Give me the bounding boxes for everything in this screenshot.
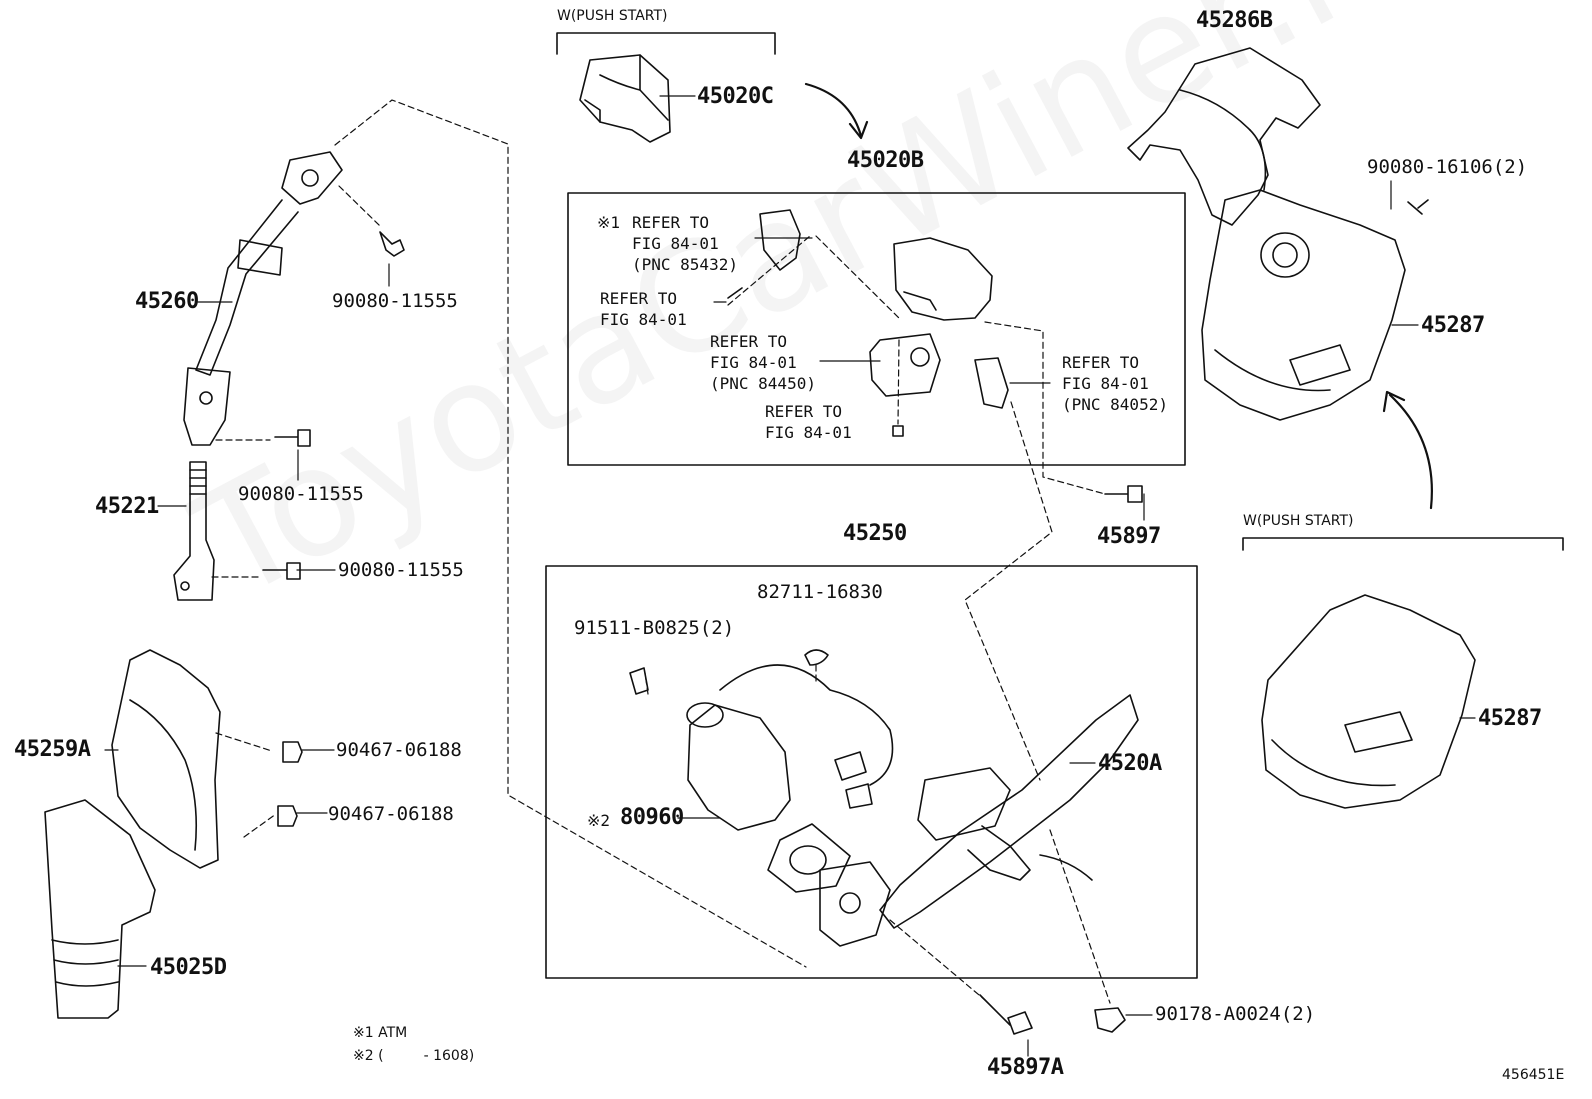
footnote-2: ※2 ( - 1608) (353, 1048, 475, 1064)
label-45897: 45897 (1097, 524, 1161, 549)
refer-1-line1: REFER TO (632, 213, 710, 232)
refer-3-line1: REFER TO (710, 332, 788, 351)
group-box-45250 (545, 565, 1198, 979)
part-45025D-shape (44, 799, 156, 1019)
label-45259A: 45259A (14, 737, 91, 762)
refer-1-line3: (PNC 85432) (632, 255, 738, 274)
refer-2-line1: REFER TO (600, 289, 678, 308)
label-90080-11555-a: 90080-11555 (332, 290, 458, 312)
part-45020C-shape (579, 54, 671, 143)
label-45221: 45221 (95, 494, 159, 519)
label-82711-16830: 82711-16830 (757, 581, 883, 603)
label-45250: 45250 (843, 521, 907, 546)
label-45020C: 45020C (697, 84, 774, 109)
part-4520A-shape (819, 694, 1139, 947)
part-45287-upper-shape (1201, 189, 1406, 421)
label-45897A: 45897A (987, 1055, 1064, 1080)
refer-mark-1: ※1 (597, 213, 621, 232)
part-45287-lower-shape (1261, 594, 1476, 809)
part-45221-shape (173, 461, 215, 601)
figure-number: 456451E (1502, 1067, 1565, 1083)
refer-1-line2: FIG 84-01 (632, 234, 719, 253)
arrow-to-45287 (1388, 393, 1433, 510)
label-90178-A0024: 90178-A0024(2) (1155, 1003, 1316, 1025)
label-80960: 80960 (620, 805, 684, 830)
variant-bracket-right (1242, 537, 1564, 551)
arrow-head-45020B (848, 120, 869, 140)
dashed-lines (211, 99, 1111, 1004)
arrow-to-45020B (804, 82, 863, 138)
label-90080-11555-c: 90080-11555 (338, 559, 464, 581)
refer-2-line2: FIG 84-01 (600, 310, 687, 329)
label-4520A: 4520A (1098, 751, 1162, 776)
label-45287-lower: 45287 (1478, 706, 1542, 731)
part-45286B-shape (1127, 47, 1321, 226)
refer-4-line2: FIG 84-01 (765, 423, 852, 442)
label-90467-06188-b: 90467-06188 (328, 803, 454, 825)
refer-5-line1: REFER TO (1062, 353, 1140, 372)
variant-label-top: W(PUSH START) (557, 8, 668, 24)
group-box-45020B (567, 192, 1186, 466)
part-80960-shape (686, 664, 894, 893)
part-45020B-shape (759, 209, 1009, 409)
label-80960-mark: ※2 (587, 811, 611, 830)
refer-5-line3: (PNC 84052) (1062, 395, 1168, 414)
label-91511-B0825: 91511-B0825(2) (574, 617, 735, 639)
label-90080-16106: 90080-16106(2) (1367, 156, 1528, 178)
label-45025D: 45025D (150, 955, 227, 980)
bolt-shapes (262, 199, 1429, 1035)
refer-3-line2: FIG 84-01 (710, 353, 797, 372)
label-90467-06188-a: 90467-06188 (336, 739, 462, 761)
part-45260-shape (183, 151, 343, 446)
label-45260: 45260 (135, 289, 199, 314)
variant-label-right: W(PUSH START) (1243, 513, 1354, 529)
label-90080-11555-b: 90080-11555 (238, 483, 364, 505)
label-45286B: 45286B (1196, 8, 1273, 33)
refer-4-line1: REFER TO (765, 402, 843, 421)
label-45287-upper: 45287 (1421, 313, 1485, 338)
arrow-head-45287 (1382, 390, 1406, 413)
refer-3-line3: (PNC 84450) (710, 374, 816, 393)
variant-bracket-top (556, 32, 776, 55)
refer-5-line2: FIG 84-01 (1062, 374, 1149, 393)
leader-lines (104, 95, 1476, 1057)
footnote-1: ※1 ATM (353, 1025, 408, 1041)
part-45259A-shape (111, 649, 221, 869)
label-45020B: 45020B (847, 148, 924, 173)
